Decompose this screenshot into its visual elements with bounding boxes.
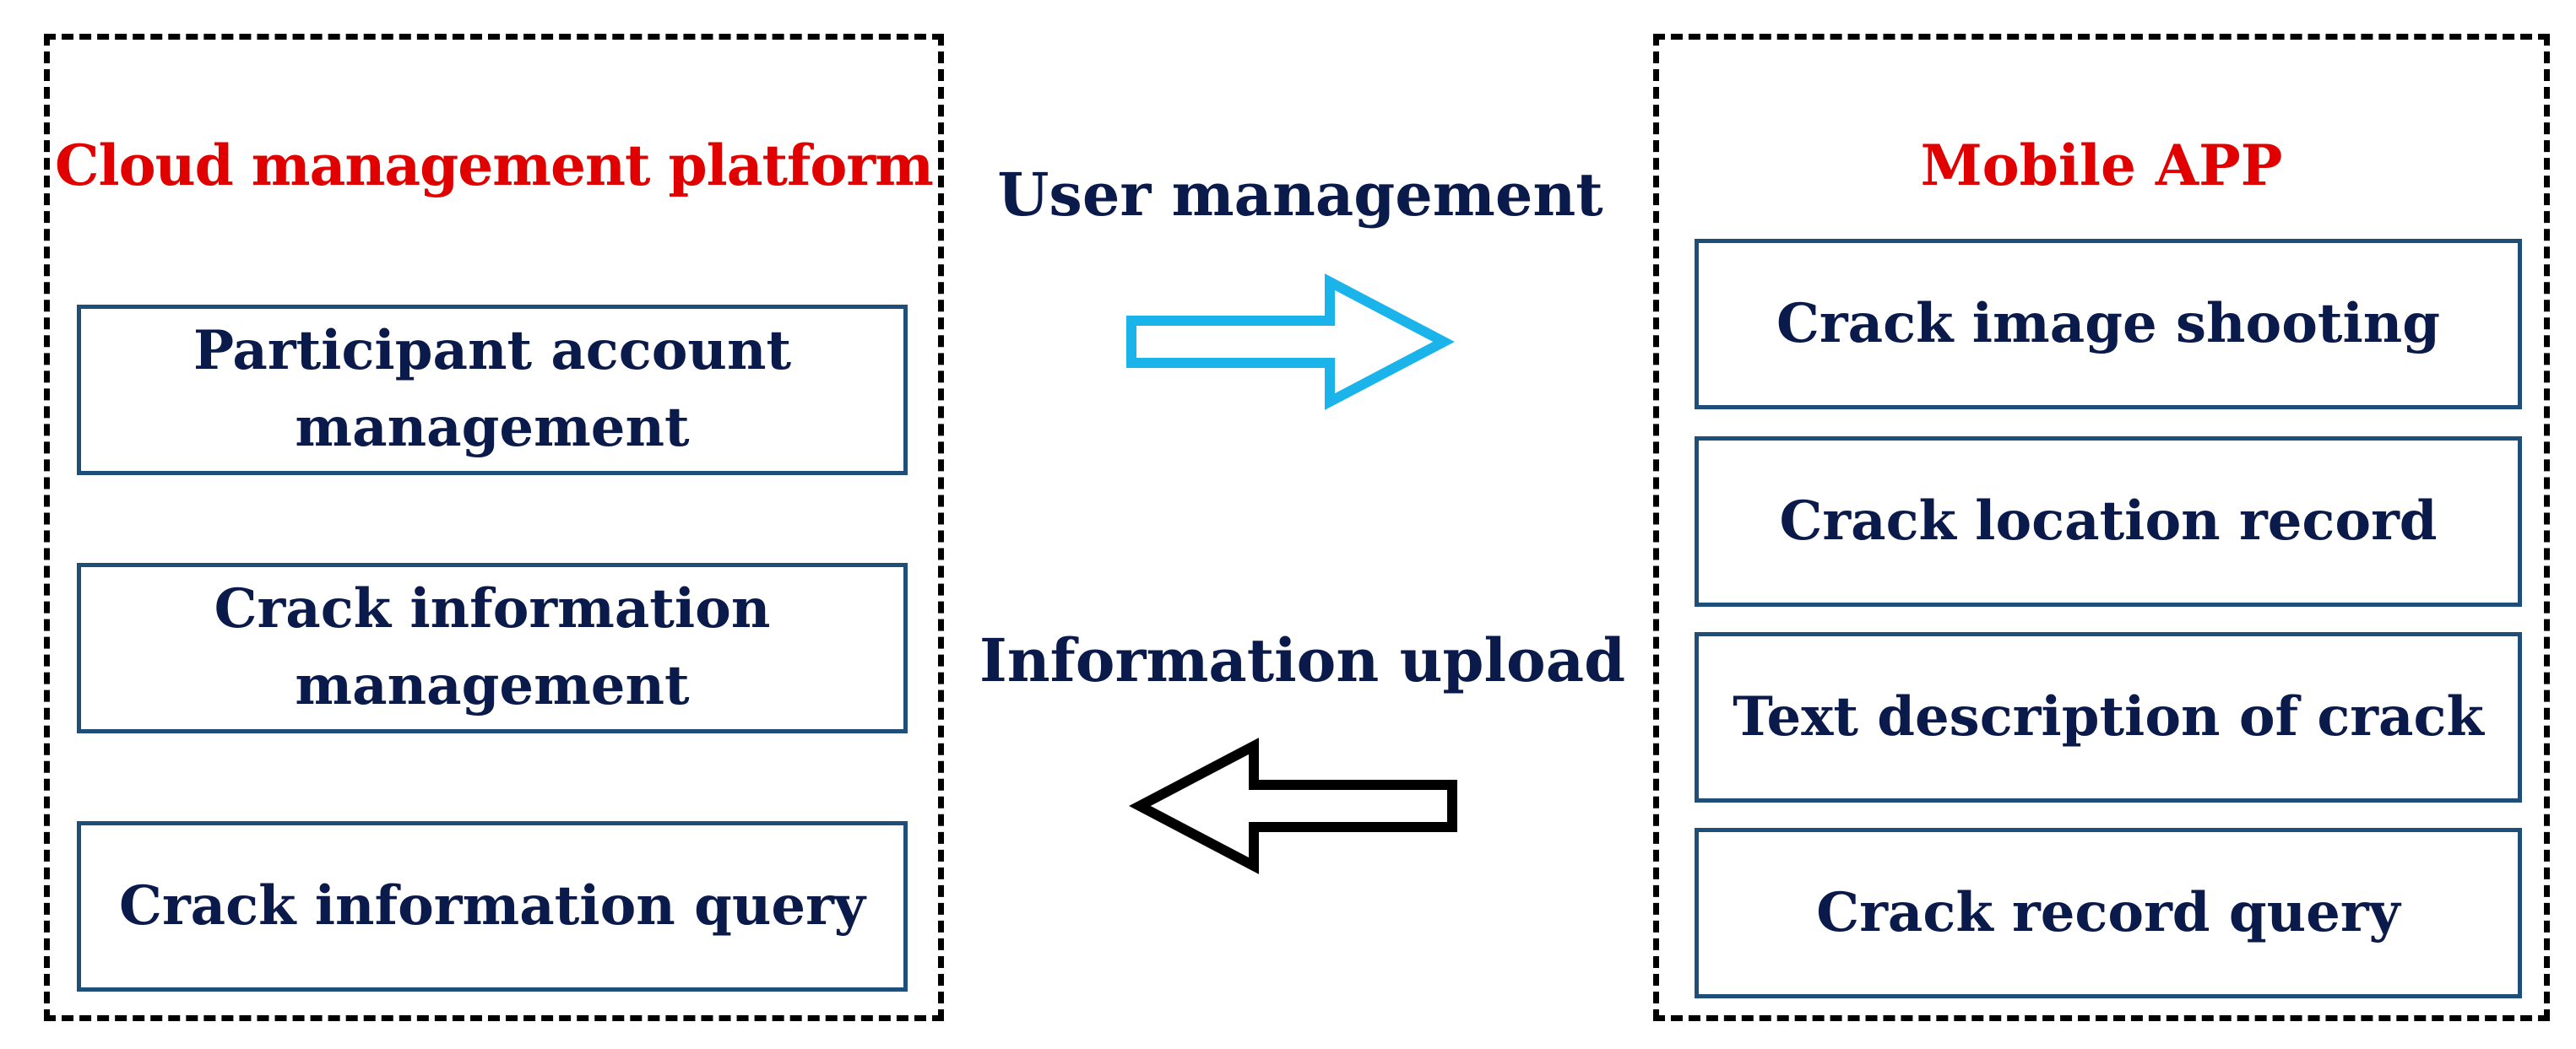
text-description-of-crack-label: Text description of crack bbox=[1733, 684, 2484, 749]
crack-information-query-label: Crack information query bbox=[119, 873, 865, 938]
crack-location-record-box: Crack location record bbox=[1695, 436, 2522, 607]
arrow-right-icon bbox=[1126, 273, 1455, 410]
participant-account-management-line2: management bbox=[295, 396, 690, 459]
crack-information-management-line2: management bbox=[295, 654, 690, 717]
crack-image-shooting-label: Crack image shooting bbox=[1776, 291, 2441, 355]
mobile-app-title: Mobile APP bbox=[1920, 132, 2283, 198]
crack-image-shooting-box: Crack image shooting bbox=[1695, 239, 2522, 409]
participant-account-management-line1: Participant account bbox=[193, 319, 792, 383]
crack-information-management-box: Crack information management bbox=[77, 563, 908, 733]
crack-record-query-box: Crack record query bbox=[1695, 828, 2522, 998]
crack-location-record-label: Crack location record bbox=[1779, 489, 2438, 553]
crack-information-query-box: Crack information query bbox=[77, 821, 908, 992]
crack-record-query-label: Crack record query bbox=[1816, 880, 2400, 944]
user-management-label: User management bbox=[997, 160, 1603, 230]
cloud-platform-panel: Cloud management platform Participant ac… bbox=[44, 34, 944, 1021]
cloud-platform-title: Cloud management platform bbox=[55, 132, 934, 198]
crack-information-management-line1: Crack information bbox=[214, 577, 771, 641]
text-description-of-crack-box: Text description of crack bbox=[1695, 632, 2522, 803]
information-upload-label: Information upload bbox=[979, 625, 1626, 695]
arrow-left-shape bbox=[1129, 738, 1457, 874]
arrow-left-icon bbox=[1129, 738, 1457, 874]
participant-account-management-box: Participant account management bbox=[77, 305, 908, 475]
arrow-right-shape bbox=[1126, 273, 1455, 410]
mobile-app-panel: Mobile APP Crack image shooting Crack lo… bbox=[1653, 34, 2550, 1021]
